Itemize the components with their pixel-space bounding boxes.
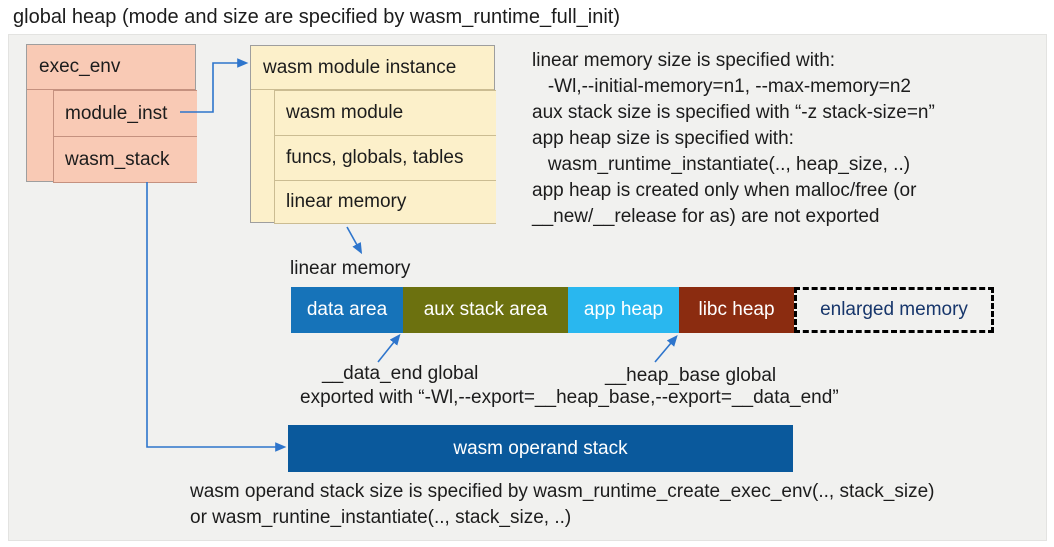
segment-app-heap: app heap: [568, 287, 679, 333]
linear-memory-bar: data area aux stack area app heap libc h…: [291, 287, 994, 333]
note-line: linear memory size is specified with:: [532, 50, 836, 71]
exec-env-box: exec_env module_inst wasm_stack: [26, 44, 197, 183]
exec-env-field-module-inst: module_inst: [53, 90, 197, 137]
module-instance-field-wasm-module: wasm module: [274, 90, 496, 136]
exec-env-label: exec_env: [27, 45, 195, 90]
note-line: app heap size is specified with:: [532, 128, 794, 149]
exported-annotation: exported with “-Wl,--export=__heap_base,…: [300, 387, 839, 408]
module-instance-field-funcs-globals-tables: funcs, globals, tables: [274, 135, 496, 181]
operand-stack-notes: wasm operand stack size is specified by …: [190, 479, 935, 531]
segment-libc-heap: libc heap: [679, 287, 794, 333]
page-title: global heap (mode and size are specified…: [13, 6, 620, 28]
note-line: app heap is created only when malloc/fre…: [532, 180, 917, 201]
segment-aux-stack-area: aux stack area: [403, 287, 568, 333]
note-line: wasm operand stack size is specified by …: [190, 481, 935, 502]
memory-size-notes: linear memory size is specified with: -W…: [532, 48, 935, 230]
note-line: -Wl,--initial-memory=n1, --max-memory=n2: [532, 76, 911, 97]
wasm-operand-stack-box: wasm operand stack: [288, 425, 793, 472]
note-line: or wasm_runtine_instantiate(.., stack_si…: [190, 507, 572, 528]
exec-env-field-wasm-stack: wasm_stack: [53, 136, 197, 183]
segment-enlarged-memory: enlarged memory: [794, 287, 994, 333]
module-instance-field-linear-memory: linear memory: [274, 180, 496, 224]
heap-base-annotation: __heap_base global: [605, 365, 777, 386]
segment-data-area: data area: [291, 287, 403, 333]
module-instance-box: wasm module instance wasm module funcs, …: [250, 45, 496, 224]
note-line: __new/__release for as) are not exported: [532, 206, 880, 227]
note-line: aux stack size is specified with “-z sta…: [532, 102, 935, 123]
module-instance-label: wasm module instance: [251, 46, 494, 90]
data-end-annotation: __data_end global: [322, 363, 479, 384]
note-line: wasm_runtime_instantiate(.., heap_size, …: [532, 154, 911, 175]
linear-memory-label: linear memory: [290, 258, 411, 279]
